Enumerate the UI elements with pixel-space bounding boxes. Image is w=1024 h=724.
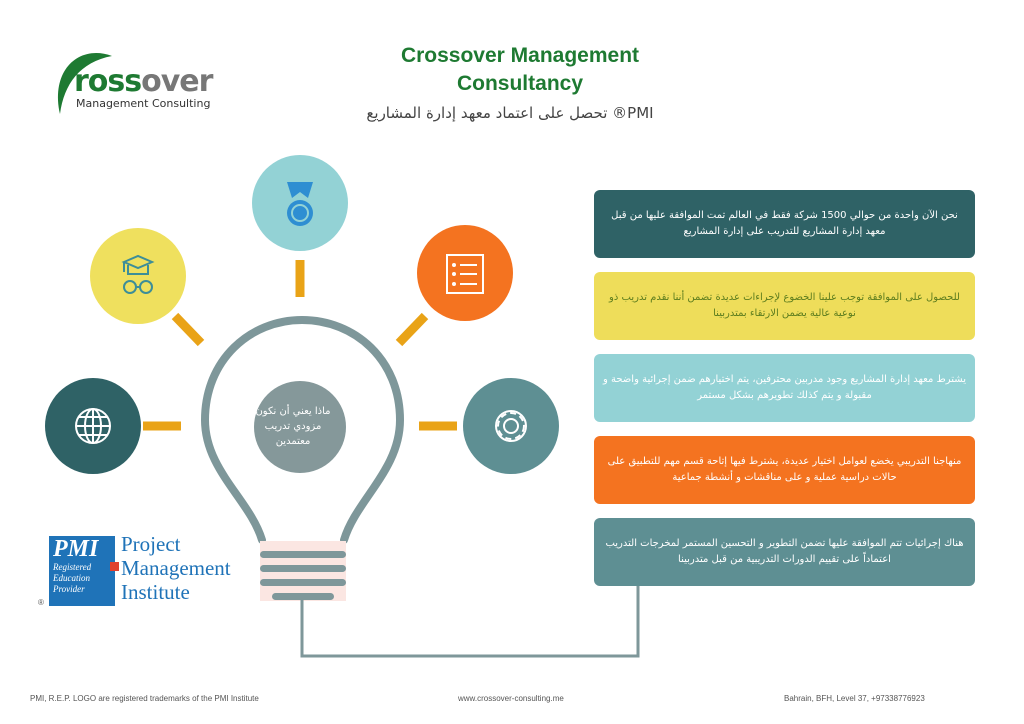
info-box-2: للحصول على الموافقة توجب علينا الخضوع لإ… <box>594 272 975 340</box>
pmi-logo-badge: PMI Registered Education Provider <box>49 536 119 606</box>
page-subtitle: تحصل على اعتماد معهد إدارة المشاريع ®PMI <box>366 104 654 122</box>
logo-brand-gray: over <box>141 64 213 99</box>
bulb-outline <box>200 315 405 544</box>
center-circle <box>254 381 346 473</box>
info-box-5: هناك إجرائيات تتم الموافقة عليها تضمن ال… <box>594 518 975 586</box>
pmi-name-line: Institute <box>121 580 190 604</box>
footer-website[interactable]: www.crossover-consulting.me <box>458 694 564 703</box>
gear-icon <box>463 378 559 474</box>
footer-trademark: PMI, R.E.P. LOGO are registered trademar… <box>30 694 259 703</box>
logo-wordmark: rossover <box>74 64 213 99</box>
connectors <box>143 260 457 431</box>
bulb-base <box>260 541 346 601</box>
page-title: Crossover Management Consultancy <box>360 42 680 98</box>
globe-icon <box>45 378 141 474</box>
logo-brand-green: ross <box>74 64 142 99</box>
pmi-badge-line: Provider <box>53 584 85 594</box>
logo-tagline: Management Consulting <box>76 97 211 110</box>
pmi-badge-line: Registered <box>53 562 92 572</box>
logo-swoosh <box>58 53 112 114</box>
checklist-icon <box>417 225 513 321</box>
pmi-name-line: Management <box>121 556 231 580</box>
connector-line <box>300 586 640 658</box>
footer-contact: Bahrain, BFH, Level 37, +97338776923 <box>784 694 925 703</box>
info-box-1: نحن الآن واحدة من حوالي 1500 شركة فقط في… <box>594 190 975 258</box>
connector-graduation <box>171 312 205 347</box>
medal-icon <box>252 155 348 251</box>
pmi-name: Project Management Institute <box>121 532 231 604</box>
registered-mark: ® <box>38 598 44 607</box>
connector-checklist <box>395 312 429 347</box>
title-line-2: Consultancy <box>456 72 584 95</box>
center-question: ماذا يعني أن نكون مزودي تدريب معتمدين <box>255 406 331 447</box>
info-box-4: منهاجنا التدريبي يخضع لعوامل اختيار عديد… <box>594 436 975 504</box>
graduation-cap-icon <box>90 228 186 324</box>
pmi-badge-line: Education <box>53 573 90 583</box>
title-line-1: Crossover Management <box>400 44 640 67</box>
pmi-letters: PMI <box>53 536 99 562</box>
pmi-name-line: Project <box>121 532 181 556</box>
info-box-3: يشترط معهد إدارة المشاريع وجود مدربين مح… <box>594 354 975 422</box>
